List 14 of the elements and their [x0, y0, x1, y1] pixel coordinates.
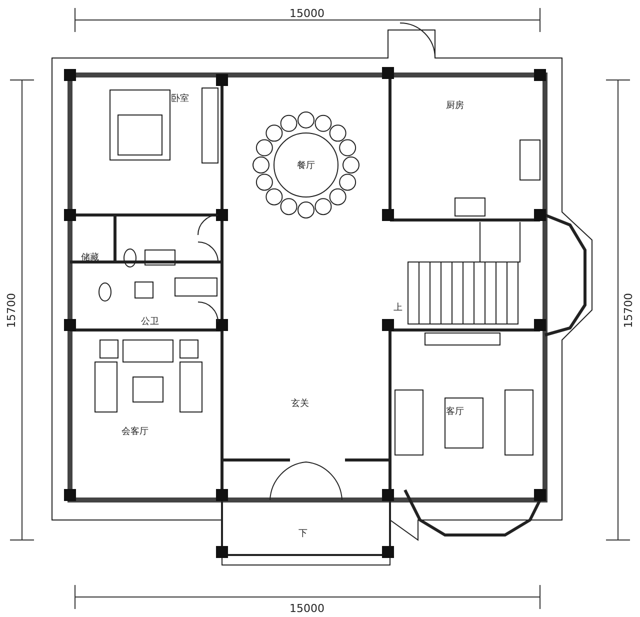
- room-label: 公卫: [141, 318, 159, 327]
- room-label: 储藏: [81, 254, 99, 263]
- dimension-text: 15000: [290, 8, 324, 19]
- room-label: 玄关: [291, 400, 309, 409]
- room-label: 餐厅: [297, 162, 315, 171]
- stair-label: 上: [394, 304, 402, 313]
- room-label: 卧室: [171, 95, 189, 104]
- room-label: 会客厅: [122, 428, 148, 437]
- stair-label: 下: [298, 530, 308, 539]
- dimension-text: 15000: [290, 603, 324, 614]
- dimension-text: 15700: [6, 293, 16, 328]
- dimension-text: 15700: [622, 293, 634, 328]
- room-label: 厨房: [446, 102, 464, 111]
- room-label: 客厅: [446, 408, 464, 417]
